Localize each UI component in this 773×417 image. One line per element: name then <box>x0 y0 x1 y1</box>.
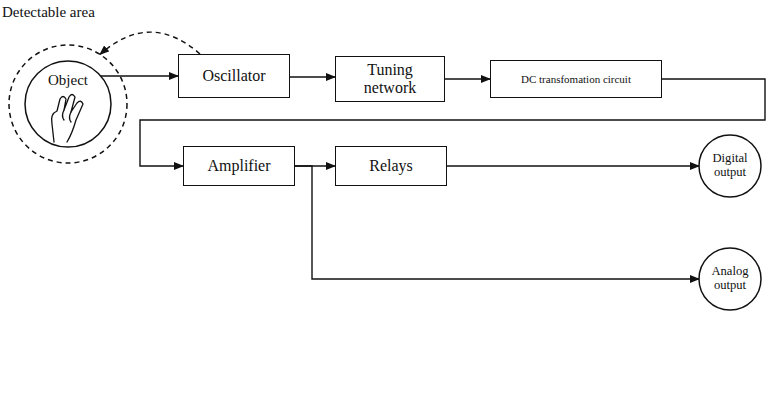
node-label: Object <box>48 72 88 89</box>
feedback-arrow <box>100 32 200 54</box>
output-circle: Digital output <box>698 134 762 198</box>
output-circle: Analog output <box>698 247 762 311</box>
node-label: Analog output <box>698 265 762 293</box>
signal-arrow <box>140 79 765 166</box>
signal-arrow <box>295 166 699 279</box>
node-label: Tuning network <box>342 61 438 96</box>
signal-arrow <box>445 78 490 79</box>
detectable-area: Detectable areaObject <box>8 44 128 164</box>
signal-arrow <box>101 75 178 76</box>
node-label: Relays <box>369 157 413 175</box>
outline <box>9 45 127 163</box>
object-circle: Object <box>24 60 112 148</box>
node-label: Oscillator <box>202 67 265 85</box>
signal-arrow <box>447 165 699 166</box>
process-box: Oscillator <box>178 54 290 98</box>
area-label: Detectable area <box>2 4 95 21</box>
outline <box>699 248 761 310</box>
outline <box>699 135 761 197</box>
process-box: Relays <box>335 146 447 186</box>
dashed-area-outline <box>8 44 128 164</box>
process-box: DC transfomation circuit <box>490 60 662 98</box>
process-box: Amplifier <box>183 146 295 186</box>
signal-arrow <box>290 76 335 77</box>
hand-illustration <box>52 95 83 143</box>
node-label: DC transfomation circuit <box>521 73 631 85</box>
node-label: Amplifier <box>207 157 270 175</box>
process-box: Tuning network <box>335 56 445 102</box>
outline <box>25 61 111 147</box>
node-label: Digital output <box>698 152 762 180</box>
